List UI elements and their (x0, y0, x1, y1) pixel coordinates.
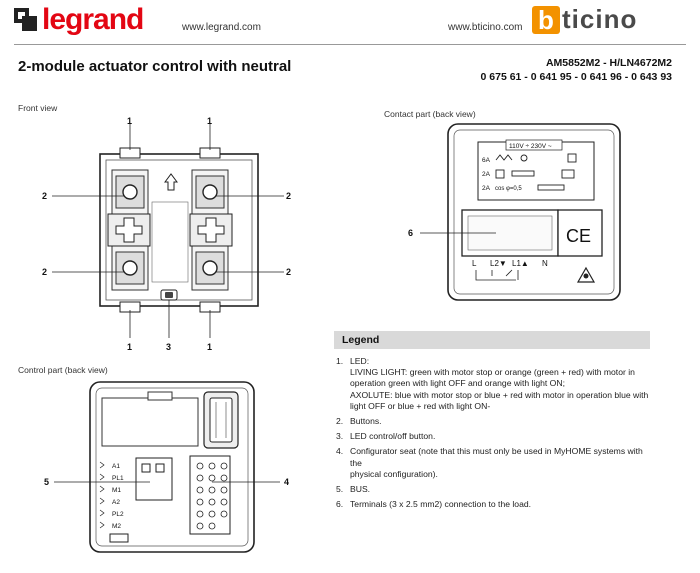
legrand-mark-icon (14, 8, 38, 32)
terminal-l1: L1▲ (512, 259, 529, 268)
pin-m2: M2 (112, 523, 121, 530)
legend-item: 2. Buttons. (336, 416, 382, 427)
bticino-url[interactable]: www.bticino.com (448, 22, 523, 33)
callout-5: 5 (44, 477, 49, 487)
rating-2a-motor: 2A (482, 171, 491, 178)
motor-icon (567, 153, 577, 163)
terminal-l: L (472, 259, 477, 268)
pin-pl2: PL2 (112, 511, 124, 518)
rating-6a: 6A (482, 157, 491, 164)
motor-load-icon (537, 184, 565, 191)
product-codes: AM5852M2 - H/LN4672M2 0 675 61 - 0 641 9… (481, 56, 672, 84)
legend-title: Legend (342, 334, 380, 346)
page-title: 2-module actuator control with neutral (18, 58, 292, 75)
callout-2-upper-right: 2 (286, 191, 291, 201)
callout-1-bottom-right: 1 (207, 342, 212, 352)
legrand-logo: legrand (14, 3, 144, 36)
bticino-initial: b (532, 5, 560, 34)
legend-item: 1. LED: LIVING LIGHT: green with motor s… (336, 356, 649, 411)
legend-item: 3. LED control/off button. (336, 431, 436, 442)
caption-front-view: Front view (18, 103, 58, 113)
pin-m1: M1 (112, 487, 121, 494)
shutter-icon (561, 169, 575, 179)
caption-control-part: Control part (back view) (18, 365, 108, 375)
codes-line-1: AM5852M2 - H/LN4672M2 (545, 57, 672, 69)
legend-item: 6. Terminals (3 x 2.5 mm2) connection to… (336, 499, 532, 510)
front-view-diagram: 1 1 2 2 2 2 1 3 1 (42, 116, 291, 352)
bticino-wordmark: ticino (562, 4, 638, 34)
approval-mark-icon (576, 266, 596, 283)
callout-2-lower-left: 2 (42, 267, 47, 277)
callout-1-top-right: 1 (207, 116, 212, 126)
control-part-diagram: A1 PL1 M1 A2 PL2 M2 5 4 (44, 381, 289, 553)
legrand-url[interactable]: www.legrand.com (182, 22, 261, 33)
transformer-icon (495, 169, 505, 179)
terminal-n: N (542, 259, 548, 268)
caption-contact-part: Contact part (back view) (384, 109, 476, 119)
lamp-icon (520, 154, 528, 162)
fluorescent-icon (511, 170, 535, 177)
legend-item: 4. Configurator seat (note that this mus… (336, 446, 643, 479)
contact-part-diagram: 110V ÷ 230V ~ 6A 2A 2A cos φ=0,5 CE L L2… (408, 123, 621, 301)
legend-list: 1. LED: LIVING LIGHT: green with motor s… (336, 356, 652, 514)
callout-1-bottom-left: 1 (127, 342, 132, 352)
resistive-load-icon (495, 154, 513, 161)
callout-4: 4 (284, 477, 289, 487)
ce-mark: CE (566, 226, 591, 246)
codes-line-2: 0 675 61 - 0 641 95 - 0 641 96 - 0 643 9… (480, 71, 672, 83)
cos-phi: cos φ=0,5 (495, 186, 522, 192)
legrand-wordmark: legrand (42, 3, 144, 36)
callout-1-top-left: 1 (127, 116, 132, 126)
pin-a2: A2 (112, 499, 120, 506)
callout-6: 6 (408, 228, 413, 238)
callout-2-lower-right: 2 (286, 267, 291, 277)
voltage-rating: 110V ÷ 230V ~ (509, 143, 552, 150)
legend-header: Legend (334, 331, 650, 349)
terminal-l2: L2▼ (490, 259, 507, 268)
header-divider (14, 44, 686, 45)
callout-2-upper-left: 2 (42, 191, 47, 201)
legend-item: 5. BUS. (336, 484, 371, 495)
pin-pl1: PL1 (112, 475, 124, 482)
pin-a1: A1 (112, 463, 120, 470)
callout-3: 3 (166, 342, 171, 352)
rating-2a-cos: 2A (482, 185, 491, 192)
bticino-logo: b ticino (532, 4, 637, 35)
